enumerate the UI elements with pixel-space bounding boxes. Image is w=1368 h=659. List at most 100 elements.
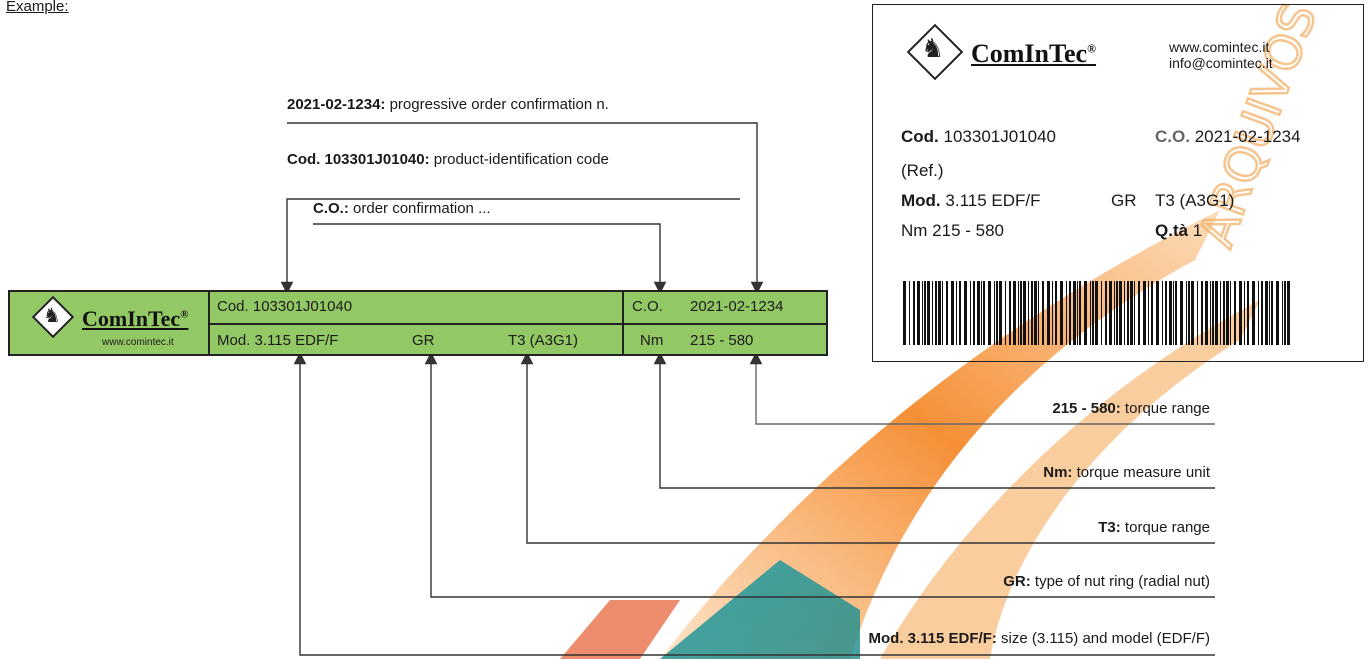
barcode-bar (1042, 281, 1044, 345)
barcode-bar (942, 281, 943, 345)
barcode-bar (1031, 281, 1033, 345)
barcode-bar (1220, 281, 1221, 345)
barcode-bar (913, 281, 915, 345)
barcode-bar (1223, 281, 1225, 345)
barcode-bar (996, 281, 998, 345)
card-gr: GR (1111, 191, 1137, 210)
barcode-bar (1258, 281, 1259, 345)
barcode-bar (1247, 281, 1249, 345)
barcode-bar (938, 281, 941, 345)
barcode-bar (977, 281, 980, 345)
annotation-mod: Mod. 3.115 EDF/F: size (3.115) and model… (868, 630, 1211, 647)
strip-co-label: C.O. (632, 298, 663, 315)
barcode-bar (994, 281, 995, 345)
barcode-bar (1215, 281, 1218, 345)
barcode-bar (927, 281, 930, 345)
line-nm (653, 351, 1215, 489)
card-ref: (Ref.) (901, 161, 944, 180)
annotation-order-number: 2021-02-1234: progressive order confirma… (287, 96, 609, 113)
barcode-bar (970, 281, 971, 345)
annotation-cod: Cod. 103301J01040: product-identificatio… (287, 151, 609, 168)
barcode-bar (1197, 281, 1198, 345)
barcode-bar (964, 281, 967, 345)
strip-nm-label: Nm (640, 332, 664, 349)
card-email: info@comintec.it (1169, 55, 1273, 71)
card-mod: Mod. 3.115 EDF/F (901, 191, 1041, 210)
barcode-bar (1169, 281, 1172, 345)
barcode-bar (1055, 281, 1057, 345)
line-torque-range-value (749, 351, 1215, 425)
barcode-bar (1205, 281, 1208, 345)
barcode-bar (1212, 281, 1214, 345)
card-cod: Cod. 103301J01040 (901, 127, 1057, 146)
barcode-bar (922, 281, 923, 345)
barcode-bar (951, 281, 954, 345)
barcode-bar (1138, 281, 1140, 345)
barcode-bar (959, 281, 961, 345)
barcode-bar (917, 281, 920, 345)
barcode-bar (1143, 281, 1146, 345)
strip-mod: Mod. 3.115 EDF/F (217, 332, 339, 349)
line-gr (424, 351, 1215, 598)
barcode-bar (1165, 281, 1167, 345)
barcode-bar (1244, 281, 1245, 345)
barcode-bar (1282, 281, 1283, 345)
barcode-bar (1210, 281, 1211, 345)
barcode-bar (1191, 281, 1194, 345)
logo-wordmark: ComInTec® (82, 306, 189, 331)
product-label-card: ♞ ComInTec® www.comintec.it info@cominte… (872, 4, 1364, 362)
annotation-nm: Nm: torque measure unit (1043, 464, 1210, 481)
barcode-bar (1023, 281, 1026, 345)
barcode-bar (1069, 281, 1071, 345)
barcode-bar (935, 281, 937, 345)
barcode-bar (1186, 281, 1187, 345)
barcode-bar (1134, 281, 1135, 345)
barcode-bar (1034, 281, 1037, 345)
example-heading: Example: (6, 0, 69, 15)
barcode-bar (1105, 281, 1107, 345)
barcode-bar (981, 281, 982, 345)
barcode-bar (1284, 281, 1286, 345)
barcode-bar (1276, 281, 1279, 345)
card-qta: Q.tà 1 (1155, 221, 1203, 240)
barcode-bar (1114, 281, 1115, 345)
barcode-bar (946, 281, 948, 345)
strip-co-value: 2021-02-1234 (690, 298, 784, 315)
barcode-bar (1018, 281, 1019, 345)
barcode-bar (1073, 281, 1076, 345)
strip-t3: T3 (A3G1) (508, 332, 579, 349)
line-order-number (287, 122, 764, 295)
barcode-bar (1201, 281, 1203, 345)
barcode-bar (1252, 281, 1255, 345)
line-co (313, 223, 667, 295)
barcode-bar (983, 281, 985, 345)
barcode-bar (1079, 281, 1081, 345)
barcode-bar (973, 281, 975, 345)
product-label-strip: ♞ ComInTec® www.comintec.it Cod. 103301J… (8, 290, 828, 356)
card-nm: Nm 215 - 580 (901, 221, 1004, 240)
barcode-bar (1162, 281, 1163, 345)
barcode-bar (1038, 281, 1039, 345)
barcode-bar (924, 281, 926, 345)
barcode-bar (1261, 281, 1263, 345)
line-t3 (520, 351, 1215, 544)
barcode-bar (1101, 281, 1102, 345)
barcode-bar (988, 281, 991, 345)
barcode-bar (956, 281, 957, 345)
card-web: www.comintec.it (1169, 39, 1270, 55)
barcode-bar (1271, 281, 1273, 345)
barcode (903, 281, 1293, 345)
barcode-bar (1119, 281, 1122, 345)
barcode-bar (1077, 281, 1078, 345)
barcode-bar (1060, 281, 1063, 345)
barcode-bar (1020, 281, 1022, 345)
annotation-co: C.O.: order confirmation ... (313, 200, 491, 217)
card-horse-icon: ♞ (921, 33, 945, 63)
barcode-bar (1005, 281, 1006, 345)
barcode-bar (1052, 281, 1053, 345)
card-co: C.O. 2021-02-1234 (1155, 127, 1301, 146)
barcode-bar (1092, 281, 1094, 345)
barcode-bar (1009, 281, 1011, 345)
logo-url: www.comintec.it (102, 337, 174, 348)
